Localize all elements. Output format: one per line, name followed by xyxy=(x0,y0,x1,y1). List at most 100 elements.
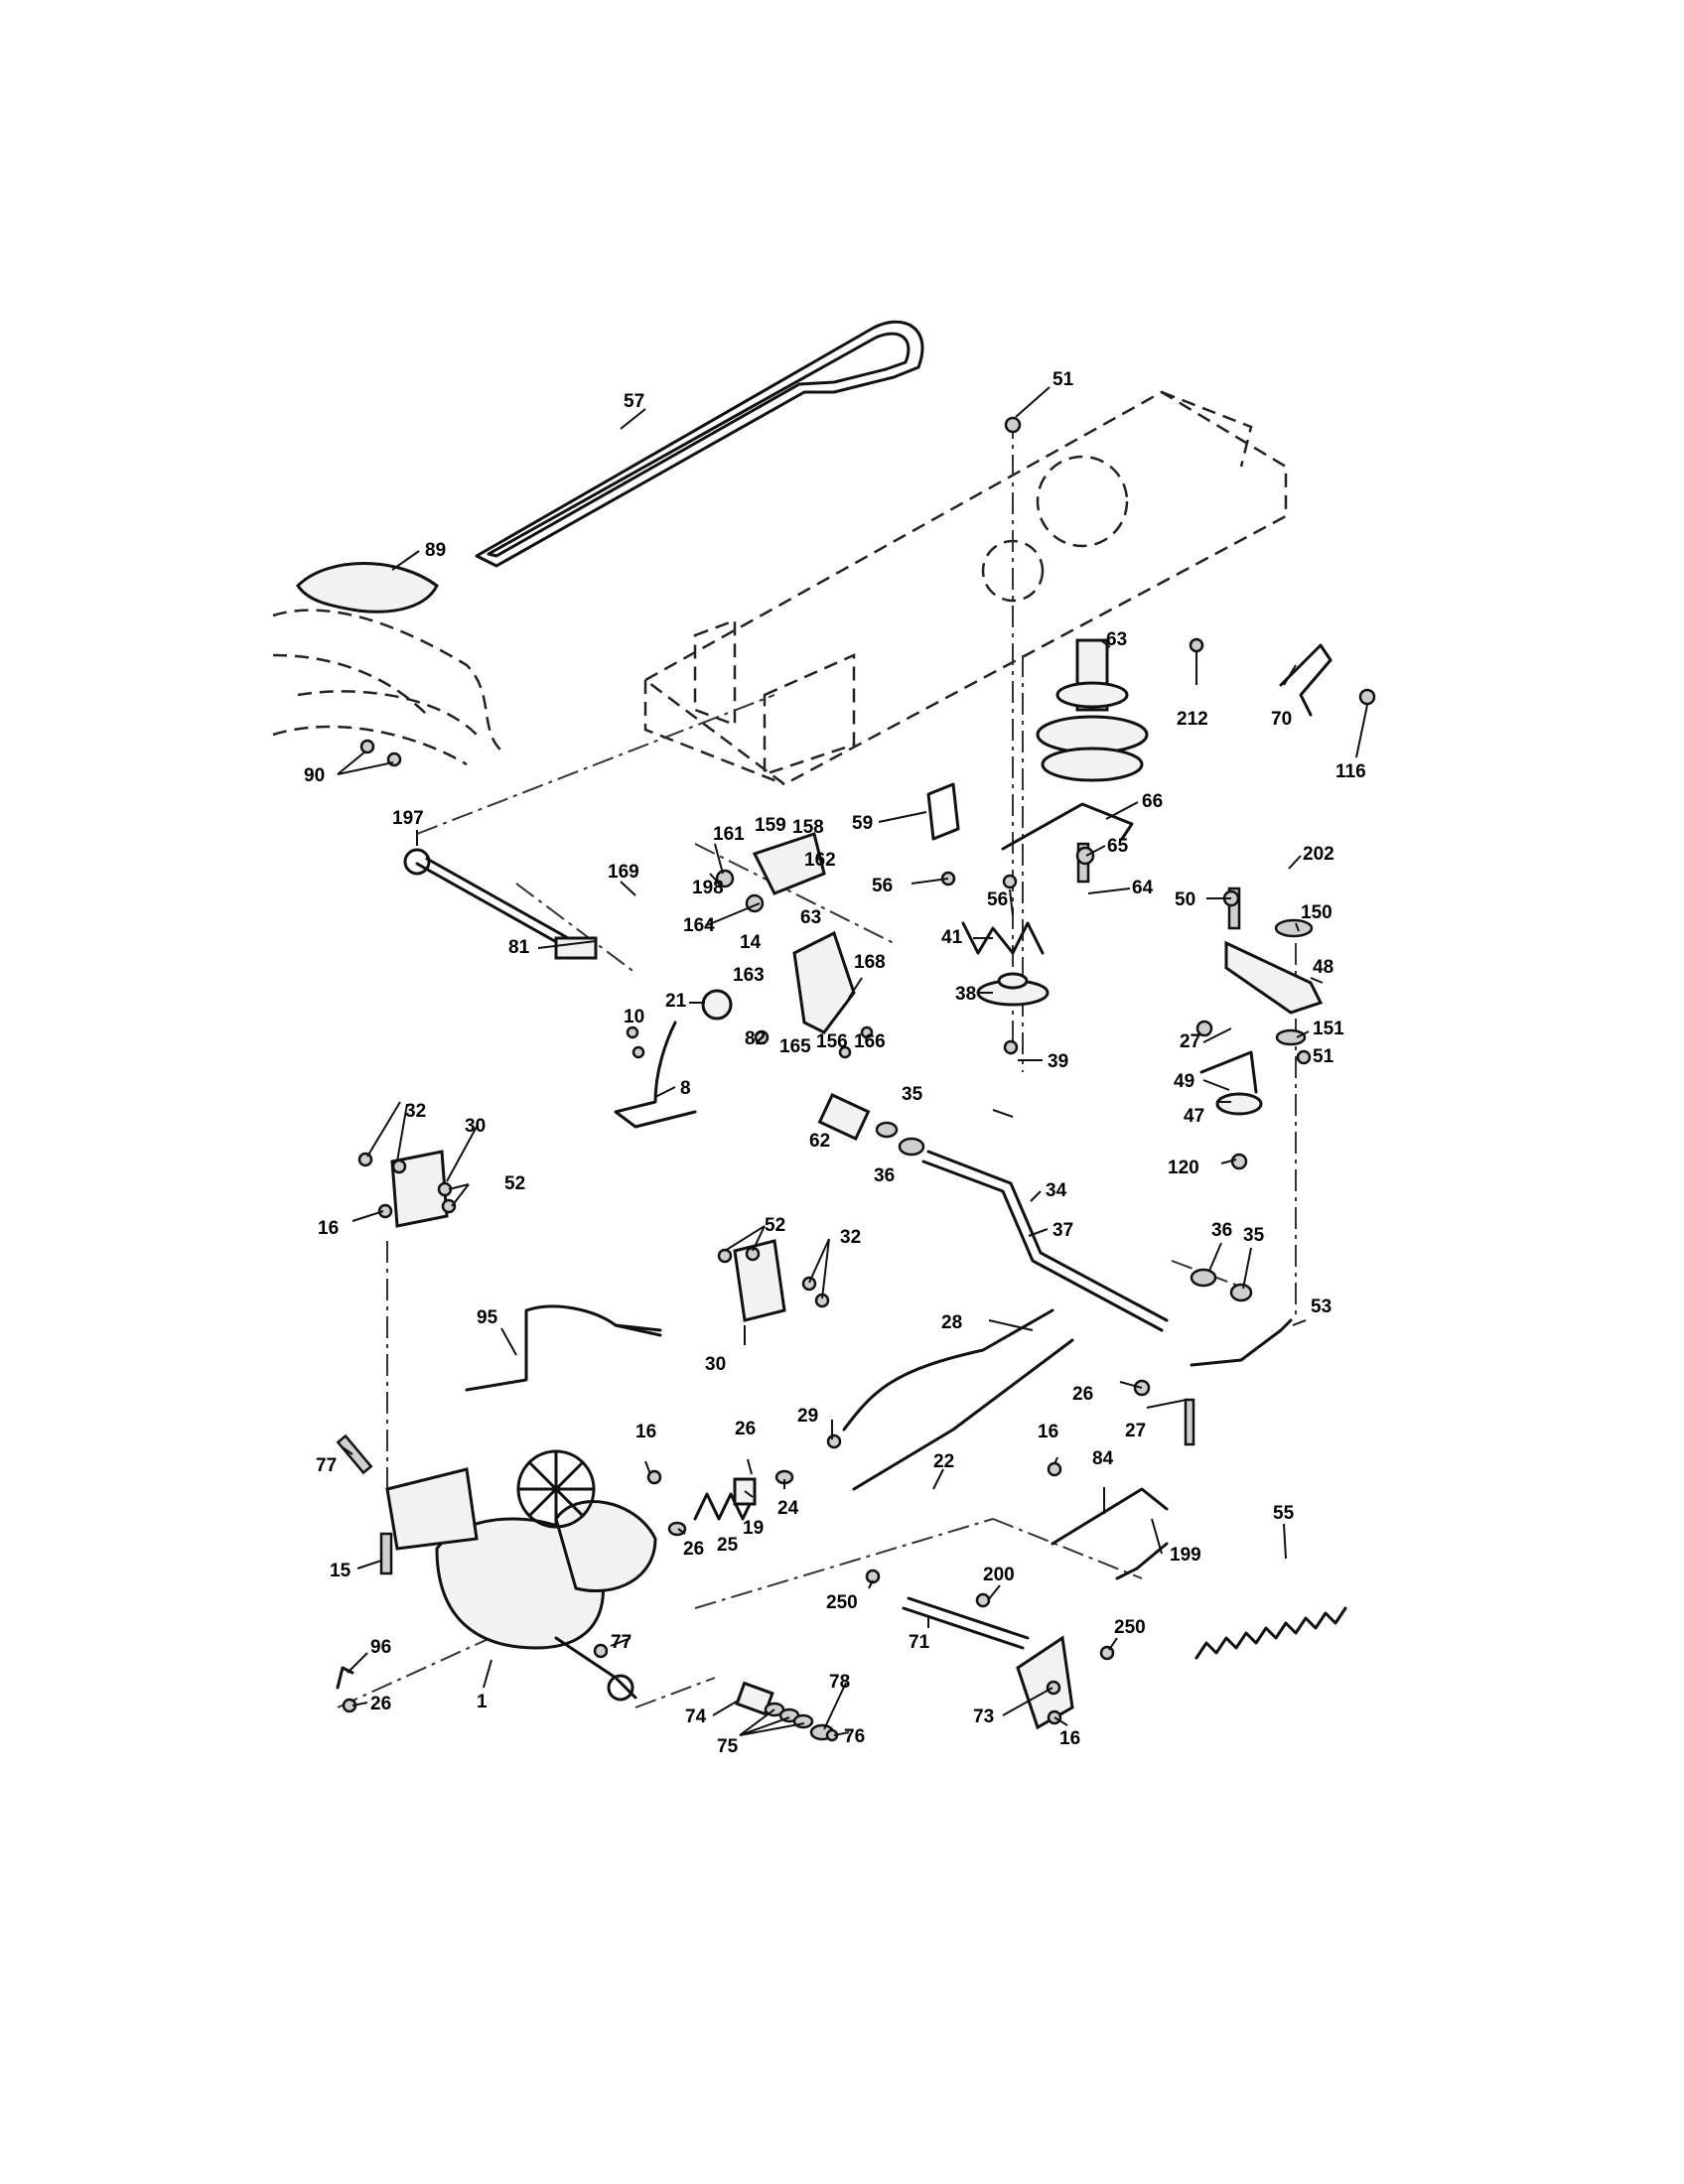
callout: 76 xyxy=(844,1726,865,1747)
bracket-48 xyxy=(1224,940,1324,1015)
callout: 30 xyxy=(465,1116,486,1137)
callout: 66 xyxy=(1142,791,1163,812)
washer xyxy=(1274,918,1314,938)
callout: 169 xyxy=(608,862,639,883)
callout: 36 xyxy=(874,1165,895,1186)
foot-panel xyxy=(296,562,439,614)
callout-labels: 57 51 89 63 212 70 116 90 197 59 66 161 … xyxy=(304,369,1366,1757)
callout: 16 xyxy=(318,1218,339,1239)
spring-55 xyxy=(1194,1606,1347,1660)
callout: 41 xyxy=(941,927,963,948)
callout: 56 xyxy=(987,889,1008,910)
washer xyxy=(875,1121,899,1139)
callout: 16 xyxy=(1059,1728,1080,1749)
callout: 55 xyxy=(1273,1503,1295,1524)
callout: 19 xyxy=(743,1518,764,1539)
body-outline xyxy=(272,609,507,766)
rod xyxy=(1001,802,1134,851)
callout: 77 xyxy=(316,1455,337,1476)
transaxle xyxy=(385,1449,657,1702)
bolt xyxy=(1227,887,1241,930)
callout: 65 xyxy=(1107,836,1129,857)
callout: 70 xyxy=(1271,709,1292,730)
callout: 164 xyxy=(683,915,715,936)
callout: 199 xyxy=(1170,1545,1201,1566)
callout: 78 xyxy=(829,1672,850,1693)
callout: 25 xyxy=(717,1535,739,1556)
callout: 22 xyxy=(933,1451,954,1472)
callout: 51 xyxy=(1313,1046,1334,1067)
callout: 64 xyxy=(1132,878,1154,898)
callout: 1 xyxy=(477,1692,488,1712)
callout: 82 xyxy=(745,1028,766,1049)
callout: 151 xyxy=(1313,1019,1344,1039)
bracket-30-left xyxy=(390,1150,449,1228)
washer xyxy=(898,1137,925,1157)
callout: 75 xyxy=(717,1736,739,1757)
rod-28 xyxy=(842,1308,1054,1432)
callout: 34 xyxy=(1046,1180,1067,1201)
callout: 15 xyxy=(330,1561,351,1581)
callout: 52 xyxy=(504,1173,525,1194)
callout: 212 xyxy=(1177,709,1208,730)
callout: 50 xyxy=(1175,889,1195,910)
callout: 51 xyxy=(1052,369,1074,390)
callout: 39 xyxy=(1048,1051,1068,1072)
pulley-38 xyxy=(976,972,1050,1007)
callout: 30 xyxy=(705,1354,726,1375)
bolt-15 xyxy=(379,1532,393,1575)
callout: 150 xyxy=(1301,902,1333,923)
lever-71 xyxy=(902,1606,1025,1650)
callout: 26 xyxy=(1072,1384,1093,1405)
callout: 49 xyxy=(1174,1071,1194,1092)
callout: 35 xyxy=(1243,1225,1265,1246)
clip xyxy=(1279,643,1333,717)
callout: 168 xyxy=(854,952,886,973)
rod-22 xyxy=(852,1338,1074,1491)
callout: 29 xyxy=(797,1406,818,1427)
spacer-62 xyxy=(817,1092,871,1142)
callout: 59 xyxy=(852,813,873,834)
callout: 73 xyxy=(973,1706,994,1727)
callout: 250 xyxy=(826,1592,858,1613)
bracket-30-center xyxy=(733,1239,786,1322)
callout: 159 xyxy=(755,815,786,836)
rod-199 xyxy=(1115,1542,1169,1580)
control-bracket-cluster xyxy=(715,832,856,1034)
callout: 84 xyxy=(1092,1448,1114,1469)
hardware-markers xyxy=(342,416,1376,1742)
callout: 16 xyxy=(635,1422,656,1442)
bracket-73 xyxy=(1016,1635,1074,1730)
callout: 165 xyxy=(779,1036,811,1057)
callout: 26 xyxy=(735,1419,756,1439)
lever-8 xyxy=(614,1021,697,1129)
lever-95-grip xyxy=(614,1323,662,1337)
lever-71-edge xyxy=(907,1596,1030,1640)
bracket xyxy=(926,782,960,841)
callout: 56 xyxy=(872,876,893,896)
callout: 63 xyxy=(1106,629,1127,650)
callout: 163 xyxy=(733,965,765,986)
callout: 27 xyxy=(1180,1031,1200,1052)
callout: 116 xyxy=(1335,761,1366,782)
callout: 197 xyxy=(392,808,424,829)
callout: 10 xyxy=(624,1007,644,1027)
callout: 47 xyxy=(1184,1106,1204,1127)
callout: 16 xyxy=(1038,1422,1058,1442)
callout: 52 xyxy=(765,1215,785,1236)
callout: 200 xyxy=(983,1565,1015,1585)
callout: 71 xyxy=(909,1632,930,1653)
callout: 24 xyxy=(777,1498,799,1519)
callout: 166 xyxy=(854,1031,886,1052)
callout: 162 xyxy=(804,850,836,871)
callout: 38 xyxy=(955,984,976,1005)
rod-53 xyxy=(1190,1318,1293,1367)
callout: 96 xyxy=(370,1637,391,1658)
shaft-81 xyxy=(403,848,598,960)
callout: 8 xyxy=(680,1078,691,1099)
callout: 36 xyxy=(1211,1220,1232,1241)
callout: 161 xyxy=(713,824,745,845)
callout: 89 xyxy=(425,540,446,561)
shaft-84 xyxy=(1051,1487,1169,1546)
